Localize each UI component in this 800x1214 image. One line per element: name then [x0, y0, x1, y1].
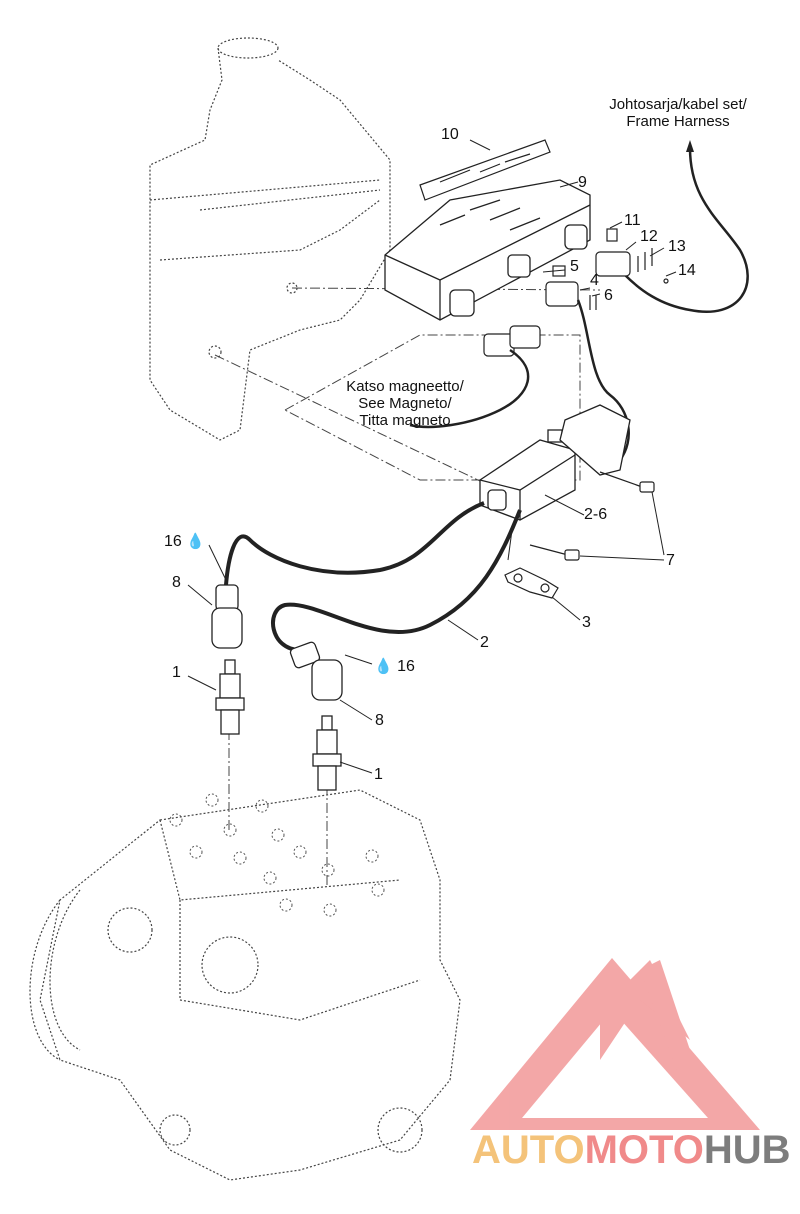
cylinder-head-bolts — [169, 793, 385, 917]
magneto-note-line-1: Katso magneetto/ — [346, 378, 464, 395]
callout-2-6: 2-6 — [584, 506, 608, 523]
callout-7: 7 — [666, 552, 675, 569]
spark-plug-cap-left — [211, 584, 243, 649]
decal — [419, 139, 551, 201]
frame-harness-wire — [624, 147, 749, 313]
callout-2: 2 — [480, 634, 489, 651]
wire-clip — [504, 567, 559, 599]
frame-harness-note: Johtosarja/kabel set/ Frame Harness — [598, 96, 758, 130]
callout-16-top: 16 💧 — [164, 533, 205, 551]
bolts — [529, 471, 655, 561]
callout-11: 11 — [624, 212, 641, 229]
harness-arrow — [686, 140, 694, 152]
callout-6: 6 — [604, 287, 613, 304]
magneto-plug — [409, 325, 541, 429]
brand-part-1: AUTO — [472, 1128, 585, 1172]
callout-4: 4 — [590, 272, 599, 289]
callout-8-left: 8 — [172, 574, 181, 591]
callout-16-bottom: 💧 16 — [374, 658, 415, 676]
callout-12: 12 — [640, 228, 658, 245]
spark-plug-right — [312, 715, 342, 791]
ignition-coil — [479, 404, 631, 521]
callout-16-top-number: 16 — [164, 533, 182, 550]
callout-9: 9 — [578, 174, 587, 191]
drop-icon: 💧 — [374, 658, 393, 675]
watermark-logo — [470, 958, 760, 1130]
brand-part-2: MOTO — [584, 1128, 704, 1172]
callout-13: 13 — [668, 238, 686, 255]
brand-part-3: HUB — [703, 1128, 791, 1172]
callout-10: 10 — [441, 126, 459, 143]
engine-block — [29, 789, 461, 1181]
frame-harness-note-line-1: Johtosarja/kabel set/ — [609, 96, 747, 113]
frame-harness-note-line-2: Frame Harness — [626, 113, 730, 130]
magneto-note-line-2: See Magneto/ — [358, 395, 452, 412]
callout-1-right: 1 — [374, 766, 383, 783]
magneto-note-line-3: Titta magneto — [359, 412, 451, 429]
callout-5: 5 — [570, 258, 579, 275]
leader-lines — [187, 139, 677, 774]
drop-icon: 💧 — [186, 533, 205, 550]
spark-plug-left — [215, 659, 245, 735]
callout-1-left: 1 — [172, 664, 181, 681]
callout-8-right: 8 — [375, 712, 384, 729]
watermark-text: AUTOMOTOHUB — [472, 1128, 791, 1173]
callout-14: 14 — [678, 262, 696, 279]
magneto-note: Katso magneetto/ See Magneto/ Titta magn… — [330, 378, 480, 429]
callout-3: 3 — [582, 614, 591, 631]
cdi-box — [384, 179, 591, 321]
spark-plug-cap-right — [289, 641, 343, 701]
callout-16-bottom-number: 16 — [397, 658, 415, 675]
high-tension-cables — [224, 501, 522, 652]
